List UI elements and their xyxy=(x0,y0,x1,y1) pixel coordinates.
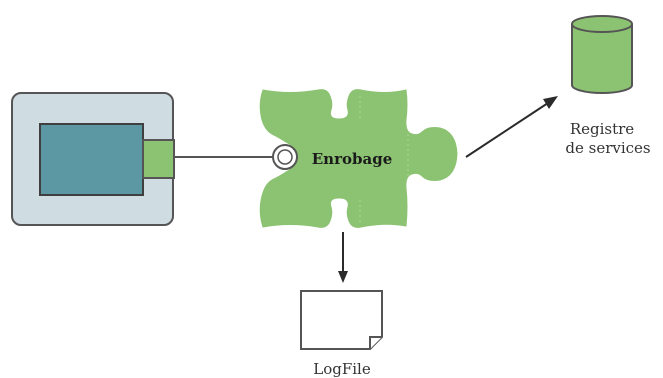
logfile-label: LogFile xyxy=(313,360,371,378)
registry-cylinder-icon xyxy=(571,15,633,94)
registry-label-line2: de services xyxy=(565,139,651,157)
puzzle-shape xyxy=(259,89,458,228)
registry-label-line1: Registre xyxy=(569,120,635,138)
socket-inner xyxy=(277,149,293,165)
device-screen xyxy=(39,123,144,196)
arrow-to-registry xyxy=(465,96,558,158)
puzzle-label-enrobage: Enrobage xyxy=(311,150,393,168)
puzzle-piece-enrobage xyxy=(259,89,458,228)
device-connector-port xyxy=(142,139,175,179)
arrow-to-logfile xyxy=(338,232,348,283)
device-box xyxy=(11,92,175,226)
logfile-document-icon xyxy=(300,290,383,350)
